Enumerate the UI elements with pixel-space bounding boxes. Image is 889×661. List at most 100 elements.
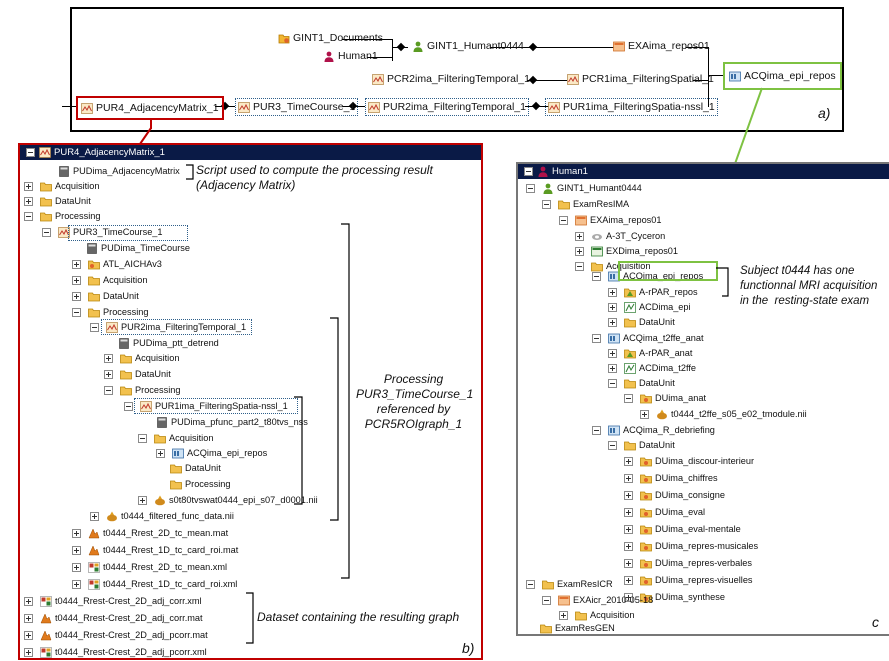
panel-c-tree-item[interactable]: DataUnit [608, 438, 675, 452]
panel-b-tree-item[interactable]: Acquisition [138, 431, 213, 445]
panel-c-tree-item[interactable]: Acquisition [559, 608, 634, 622]
expand-toggle-icon[interactable] [624, 524, 633, 534]
expand-toggle-icon[interactable] [624, 541, 633, 551]
panel-b-tree-item[interactable]: PUR2ima_FilteringTemporal_1 [90, 320, 246, 334]
panel-b-tree-item[interactable]: s0t80tvswat0444_epi_s07_d0001.nii [138, 493, 318, 507]
panel-b-tree-item[interactable]: Acquisition [72, 273, 147, 287]
panel-c-tree-item[interactable]: A-rPAR_anat [608, 346, 692, 360]
node-exaima-repos01[interactable]: EXAima_repos01 [613, 40, 710, 52]
expand-toggle-icon[interactable] [559, 610, 568, 620]
expand-toggle-icon[interactable] [624, 473, 633, 483]
expand-toggle-icon[interactable] [624, 456, 633, 466]
panel-c-tree-item[interactable]: EXAima_repos01 [559, 213, 662, 227]
panel-b-tree-item[interactable]: ACQima_epi_repos [156, 446, 267, 460]
panel-c-tree-item[interactable]: DUima_discour-interieur [624, 454, 754, 468]
panel-c-tree-item[interactable]: DUima_eval [624, 505, 705, 519]
panel-c-tree-item[interactable]: DataUnit [608, 376, 675, 390]
panel-c-tree-item[interactable]: EXAicr_2010-05-18 [542, 593, 653, 607]
collapse-toggle-icon[interactable] [72, 307, 81, 317]
panel-c-tree-item[interactable]: ACDima_epi [608, 300, 691, 314]
panel-c-tree-item[interactable]: DUima_eval-mentale [624, 522, 741, 536]
node-human1[interactable]: Human1 [323, 50, 378, 62]
panel-c-tree-item[interactable]: DUima_chiffres [624, 471, 718, 485]
panel-c-tree-item[interactable]: EXDima_repos01 [575, 244, 678, 258]
panel-c-tree-item[interactable]: DUima_repres-musicales [624, 539, 758, 553]
collapse-toggle-icon[interactable] [608, 378, 617, 388]
panel-c-tree-item[interactable]: DUima_anat [624, 391, 706, 405]
expand-toggle-icon[interactable] [24, 647, 33, 657]
expand-toggle-icon[interactable] [72, 545, 81, 555]
panel-c-tree-item[interactable]: DataUnit [608, 315, 675, 329]
expand-toggle-icon[interactable] [575, 231, 584, 241]
node-pur2ima-filtering-temporal[interactable]: PUR2ima_FilteringTemporal_1 [365, 98, 529, 116]
expand-toggle-icon[interactable] [156, 448, 165, 458]
panel-b-tree-item[interactable]: Processing [104, 383, 180, 397]
expand-toggle-icon[interactable] [72, 291, 81, 301]
node-pur4-adjacency-matrix[interactable]: PUR4_AdjacencyMatrix_1 [76, 96, 224, 120]
panel-c-tree-item[interactable]: Acquisition [575, 259, 650, 273]
panel-b-tree-item[interactable]: Processing [72, 305, 148, 319]
panel-c-tree-item[interactable]: ACQima_R_debriefing [592, 423, 715, 437]
panel-c-tree-item[interactable]: ACQima_t2ffe_anat [592, 331, 704, 345]
panel-b-tree-item[interactable]: PUDima_pfunc_part2_t80tvs_nss [156, 415, 308, 429]
expand-toggle-icon[interactable] [24, 630, 33, 640]
collapse-toggle-icon[interactable] [559, 215, 568, 225]
expand-toggle-icon[interactable] [608, 302, 617, 312]
collapse-toggle-icon[interactable] [592, 271, 601, 281]
collapse-toggle-icon[interactable] [575, 261, 584, 271]
expand-toggle-icon[interactable] [608, 348, 617, 358]
panel-c-tree-item[interactable]: A-3T_Cyceron [575, 229, 665, 243]
collapse-toggle-icon[interactable] [90, 322, 99, 332]
collapse-toggle-icon[interactable] [526, 579, 535, 589]
expand-toggle-icon[interactable] [72, 259, 81, 269]
node-gint1-humant0444[interactable]: GINT1_Humant0444 [412, 40, 524, 52]
node-pcr2ima-filtering-temporal[interactable]: PCR2ima_FilteringTemporal_1 [372, 73, 530, 85]
panel-c-tree-item[interactable]: ExamResIMA [542, 197, 629, 211]
panel-b-tree-item[interactable]: PUDima_ptt_detrend [118, 336, 219, 350]
collapse-toggle-icon[interactable] [542, 595, 551, 605]
expand-toggle-icon[interactable] [575, 246, 584, 256]
panel-b-tree-item[interactable]: PUR1ima_FilteringSpatia-nssl_1 [124, 399, 288, 413]
panel-b-tree-item[interactable]: t0444_Rrest-Crest_2D_adj_pcorr.mat [24, 628, 208, 642]
panel-b-tree-item[interactable]: Processing [24, 209, 100, 223]
node-gint1-documents[interactable]: GINT1_Documents [278, 32, 383, 44]
node-pcr1ima-filtering-spatial[interactable]: PCR1ima_FilteringSpatial_1 [567, 73, 714, 85]
panel-b-tree-item[interactable]: PUDima_TimeCourse [86, 241, 190, 255]
panel-b-tree-item[interactable]: Processing [170, 477, 230, 491]
panel-c-tree-item[interactable]: ExamResICR [526, 577, 613, 591]
node-pur3-timecourse[interactable]: PUR3_TimeCourse_1 [235, 98, 359, 116]
panel-c-tree-item[interactable]: DUima_repres-verbales [624, 556, 752, 570]
collapse-toggle-icon[interactable] [104, 385, 113, 395]
panel-b-tree-item[interactable]: t0444_filtered_func_data.nii [90, 509, 234, 523]
expand-toggle-icon[interactable] [624, 592, 633, 602]
collapse-toggle-icon[interactable] [24, 211, 33, 221]
expand-toggle-icon[interactable] [608, 317, 617, 327]
expand-toggle-icon[interactable] [624, 507, 633, 517]
panel-b-tree-item[interactable]: t0444_Rrest_1D_tc_card_roi.mat [72, 543, 238, 557]
expand-toggle-icon[interactable] [90, 511, 99, 521]
collapse-toggle-icon[interactable] [138, 433, 147, 443]
panel-c-tree-item[interactable]: ExamResGEN [540, 621, 615, 635]
collapse-toggle-icon[interactable] [526, 183, 535, 193]
collapse-toggle-icon[interactable] [42, 227, 51, 237]
expand-toggle-icon[interactable] [640, 409, 649, 419]
panel-b-tree-item[interactable]: ATL_AICHAv3 [72, 257, 162, 271]
panel-b-tree-item[interactable]: t0444_Rrest_2D_tc_mean.mat [72, 526, 228, 540]
panel-b-tree-item[interactable]: t0444_Rrest-Crest_2D_adj_pcorr.xml [24, 645, 207, 659]
panel-c-tree-item[interactable]: DUima_repres-visuelles [624, 573, 753, 587]
collapse-toggle-icon[interactable] [124, 401, 133, 411]
panel-c-tree-item[interactable]: t0444_t2ffe_s05_e02_tmodule.nii [640, 407, 807, 421]
panel-b-tree-item[interactable]: DataUnit [72, 289, 139, 303]
node-acqima-epi-repos[interactable]: ACQima_epi_repos [723, 62, 842, 90]
collapse-toggle-icon[interactable] [608, 440, 617, 450]
panel-b-tree-item[interactable]: t0444_Rrest-Crest_2D_adj_corr.mat [24, 611, 203, 625]
expand-toggle-icon[interactable] [104, 353, 113, 363]
expand-toggle-icon[interactable] [624, 575, 633, 585]
expand-toggle-icon[interactable] [608, 287, 617, 297]
expand-toggle-icon[interactable] [24, 596, 33, 606]
expand-toggle-icon[interactable] [72, 579, 81, 589]
panel-b-tree-item[interactable]: Acquisition [104, 351, 179, 365]
panel-b-tree-item[interactable]: PUR3_TimeCourse_1 [42, 225, 163, 239]
collapse-toggle-icon[interactable] [592, 333, 601, 343]
panel-b-tree-item[interactable]: Acquisition [24, 179, 99, 193]
